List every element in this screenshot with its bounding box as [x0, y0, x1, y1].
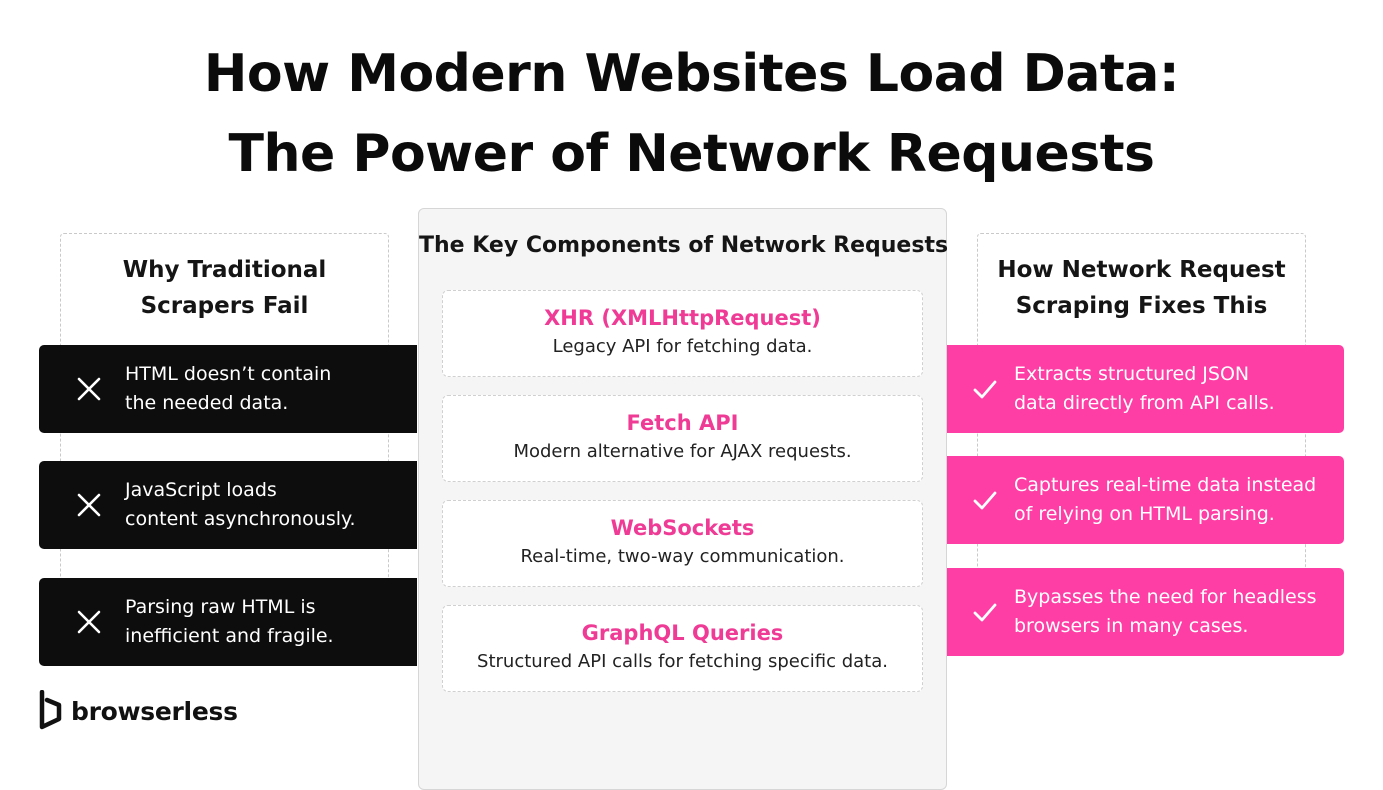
component-card-xhr: XHR (XMLHttpRequest) Legacy API for fetc…: [442, 290, 923, 377]
check-icon: [973, 491, 997, 510]
component-card-graphql: GraphQL Queries Structured API calls for…: [442, 605, 923, 692]
component-title: GraphQL Queries: [581, 621, 784, 645]
text-line: Parsing raw HTML is: [125, 596, 316, 618]
component-description: Real-time, two-way communication.: [520, 546, 845, 567]
component-title: WebSockets: [610, 516, 755, 540]
problem-text: JavaScript loads content asynchronously.: [125, 476, 405, 534]
solution-text: Bypasses the need for headless browsers …: [1014, 583, 1332, 641]
text-line: content asynchronously.: [125, 508, 356, 530]
problem-text: HTML doesn’t contain the needed data.: [125, 360, 405, 418]
text-line: inefficient and fragile.: [125, 625, 334, 647]
problem-item: JavaScript loads content asynchronously.: [39, 461, 417, 549]
text-line: Bypasses the need for headless: [1014, 586, 1317, 608]
close-icon: [77, 377, 101, 401]
solution-item: Bypasses the need for headless browsers …: [947, 568, 1344, 656]
traditional-scrapers-heading: Why Traditional Scrapers Fail: [61, 252, 388, 324]
solution-text: Extracts structured JSON data directly f…: [1014, 360, 1332, 418]
component-card-websockets: WebSockets Real-time, two-way communicat…: [442, 500, 923, 587]
browserless-logo-icon: [39, 690, 62, 730]
solution-text: Captures real-time data instead of relyi…: [1014, 471, 1332, 529]
component-title: Fetch API: [626, 411, 739, 435]
text-line: Extracts structured JSON: [1014, 363, 1250, 385]
heading-line: Why Traditional: [122, 257, 327, 283]
text-line: Captures real-time data instead: [1014, 474, 1317, 496]
close-icon: [77, 610, 101, 634]
text-line: HTML doesn’t contain: [125, 363, 332, 385]
heading-line: Scraping Fixes This: [1015, 293, 1268, 319]
page-title-line-2: The Power of Network Requests: [228, 124, 1155, 184]
solution-item: Extracts structured JSON data directly f…: [947, 345, 1344, 433]
component-description: Structured API calls for fetching specif…: [477, 651, 888, 672]
network-components-panel: The Key Components of Network Requests X…: [418, 208, 949, 790]
text-line: the needed data.: [125, 392, 289, 414]
solution-item: Captures real-time data instead of relyi…: [947, 456, 1344, 544]
brand-name: browserless: [71, 696, 238, 726]
component-description: Modern alternative for AJAX requests.: [513, 441, 852, 462]
network-components-heading: The Key Components of Network Requests: [419, 233, 949, 258]
problem-item: HTML doesn’t contain the needed data.: [39, 345, 417, 433]
heading-line: Scrapers Fail: [140, 293, 309, 319]
text-line: of relying on HTML parsing.: [1014, 503, 1275, 525]
component-description: Legacy API for fetching data.: [552, 336, 813, 357]
problem-text: Parsing raw HTML is inefficient and frag…: [125, 593, 405, 651]
component-card-fetch: Fetch API Modern alternative for AJAX re…: [442, 395, 923, 482]
text-line: JavaScript loads: [125, 479, 277, 501]
problem-item: Parsing raw HTML is inefficient and frag…: [39, 578, 417, 666]
text-line: browsers in many cases.: [1014, 615, 1249, 637]
heading-line: How Network Request: [997, 257, 1286, 283]
close-icon: [77, 493, 101, 517]
page-title-line-1: How Modern Websites Load Data:: [203, 44, 1180, 104]
text-line: data directly from API calls.: [1014, 392, 1275, 414]
network-scraping-heading: How Network Request Scraping Fixes This: [978, 252, 1305, 324]
check-icon: [973, 380, 997, 399]
brand: browserless: [39, 690, 238, 732]
component-title: XHR (XMLHttpRequest): [544, 306, 821, 330]
check-icon: [973, 603, 997, 622]
